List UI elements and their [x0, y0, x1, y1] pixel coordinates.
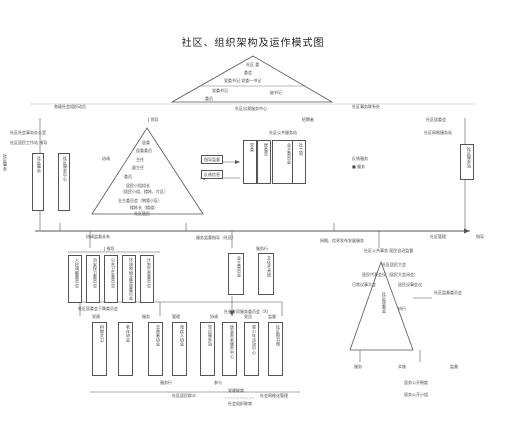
right-lower-side: 社区监督委员会: [434, 290, 462, 295]
left-mark: 协调: [102, 156, 110, 161]
right-lower-line: 居民代表会议（居民大会闭会）: [362, 272, 418, 277]
center-pyramid-line: 业主委员会（物管小区）: [118, 198, 162, 203]
pyramid-line: 党委书记 党委一书记: [224, 78, 262, 83]
center-pyramid-line: 副主任: [132, 165, 144, 170]
right-lower-line: 居民议事会议: [398, 282, 422, 287]
right-lower-line: 日常议事大会: [352, 282, 376, 287]
center-pyramid-line: （居民小组、楼栋、片区）: [120, 189, 168, 194]
pyramid-line: 委会: [244, 70, 252, 75]
right-legend: ■ 服务: [352, 164, 366, 169]
bottom-label: 社区居民群众: [172, 393, 196, 398]
right-lower-bottom: 实施: [398, 364, 406, 369]
label-far-right: 社区居委会: [426, 117, 446, 122]
left-box: 社区事务: [32, 153, 44, 211]
pyramid-line: 党委书记: [212, 88, 228, 93]
arrow-label-feedback: 反馈信息: [201, 170, 223, 179]
bar-label: 网格、信息发布发展服务: [320, 238, 364, 243]
left-side-label: 社区事务: [1, 152, 9, 190]
bottom-box: 青少年活动中心: [244, 322, 259, 376]
connector-label: 管理: [172, 314, 180, 319]
pyramid-line: 委员: [205, 96, 213, 101]
bar-label: 协调监督关系: [86, 234, 110, 239]
arrow-label-guide: 指导监督: [201, 155, 223, 164]
right-box: 党委: [243, 140, 257, 184]
connector-label: 监督: [268, 314, 276, 319]
lower-mid-caption: 社会专项服务委员会（X）: [224, 309, 271, 314]
center-pyramid-line: 居委委员: [136, 148, 152, 153]
right-lower-bottom: 服务: [354, 364, 362, 369]
right-box: 社工站: [292, 140, 306, 184]
triangle-label: 社区居委会: [376, 290, 388, 334]
bottom-box: 社区图书馆: [268, 322, 283, 376]
label-right: 社区网格服务站: [424, 130, 452, 135]
pyramid-apex: 社区 委: [246, 62, 260, 67]
page-title: 社区、组织架构及运作模式图: [181, 38, 325, 49]
label-j: J 领导: [148, 117, 159, 122]
label-left-note2: 社区居民工作站 指导: [10, 140, 48, 145]
bottom-label: 社会网格化管理: [260, 393, 288, 398]
lower-left-caption: 社区居委会下属委员会: [78, 306, 118, 311]
right-lower-line: 执行: [398, 306, 406, 311]
center-pyramid-line: 楼栋长（楼道）: [130, 205, 158, 210]
lower-left-box: 计划生育委员会: [140, 255, 154, 303]
bar-label: 指导: [476, 234, 484, 239]
right-lower-bottom: 监督: [450, 364, 458, 369]
bottom-label: 党建联席: [228, 388, 244, 393]
bottom-box: 残疾人协会: [172, 322, 187, 376]
right-lower-note: 居务公开制度: [404, 380, 428, 385]
label-center-top-right: 社区公共服务站: [269, 130, 297, 135]
bottom-box: 科教文卫: [92, 322, 107, 376]
bottom-label: 参与: [214, 380, 222, 385]
center-pyramid-line: 居民小组组长: [126, 183, 150, 188]
center-pyramid-line: 社区居民: [134, 211, 150, 216]
connector-label: 服务: [142, 314, 150, 319]
lower-mid-box: 业主委员会: [228, 253, 244, 295]
label-left-top: 各级社会组织动员: [54, 104, 86, 109]
label-mid-right: 招聘者: [302, 117, 314, 122]
lower-mid-box: 文化艺术团: [258, 253, 274, 295]
center-pyramid-line: 委员: [124, 174, 132, 179]
bar-label: 社区管理: [430, 234, 446, 239]
bar-label: 服务监督指导（社区）: [196, 235, 236, 240]
label-right-top: 社区事务联系处: [352, 104, 380, 109]
right-lower-note: 居务公开小组: [404, 392, 428, 397]
bottom-box: 居家养老服务中心: [222, 322, 237, 376]
center-pyramid-line: 主任: [136, 157, 144, 162]
lower-left-box: 公共卫生委员会: [104, 255, 118, 303]
lower-left-box: 治安保卫委员会: [86, 255, 100, 303]
right-legend: 反馈服务: [352, 156, 368, 161]
right-box: 居委会: [257, 140, 271, 184]
far-right-box: 社区服务站: [460, 144, 474, 180]
bottom-box: 志愿者协会: [148, 322, 163, 376]
pyramid-line: 副书记: [270, 90, 282, 95]
label-left-note: 社区社会事务办公室: [10, 130, 46, 135]
lower-left-header: J 指导: [104, 246, 115, 251]
bottom-label: 服务行: [160, 380, 172, 385]
connector-label: 协调: [210, 314, 218, 319]
left-box: 社区服务中心: [58, 153, 70, 211]
pyramid-line: 社区自我服务中心: [235, 106, 267, 111]
right-lower-line: 社区居民大会: [382, 262, 406, 267]
bottom-box: 党员服务站: [200, 322, 215, 376]
lower-left-box: 人民调解委员会: [68, 255, 82, 303]
center-pyramid-line: 居委: [142, 140, 150, 145]
connector-label: 党员: [244, 314, 252, 319]
bottom-box: 老年协会: [118, 322, 133, 376]
connector-label: 党建: [92, 314, 100, 319]
right-box: 业主委员会: [272, 140, 294, 184]
lower-mid-header: 服务行: [256, 246, 268, 251]
bottom-label: 社会组织联席: [228, 401, 252, 406]
right-lower-line: 社区公共事务 居民自治监督: [364, 248, 414, 253]
lower-left-box: 环境和物业管理委员会: [122, 255, 136, 303]
